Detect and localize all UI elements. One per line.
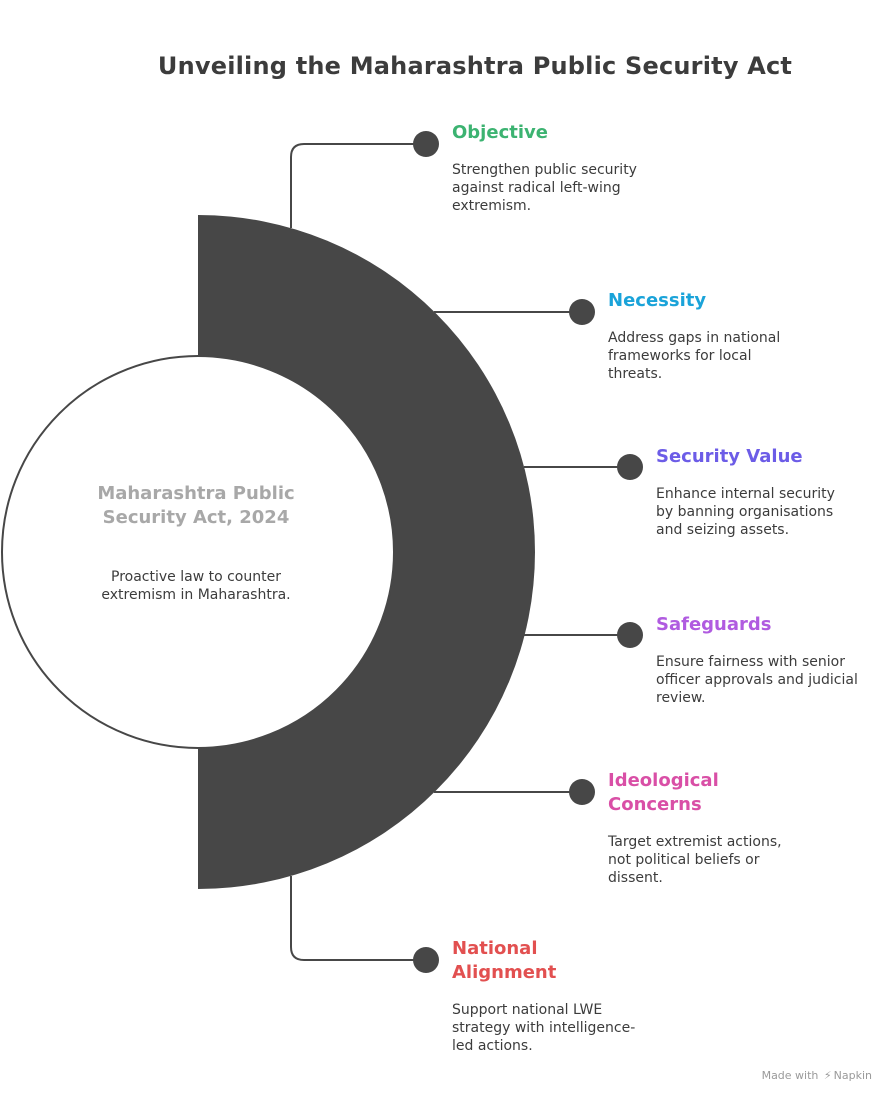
connector-lines — [290, 143, 630, 961]
item-title-safeguards: Safeguards — [656, 614, 772, 635]
brand-label: Napkin — [833, 1069, 872, 1082]
item-description-security-value: Enhance internal security by banning org… — [656, 486, 835, 538]
made-with-label: Made with — [761, 1069, 819, 1082]
connector-national-alignment — [290, 876, 426, 961]
center-description: Proactive law to counter extremism in Ma… — [101, 569, 291, 603]
center-title: Maharashtra Public Security Act, 2024 — [97, 483, 295, 528]
center-circle — [1, 355, 395, 749]
napkin-logo-icon: ⚡ — [823, 1069, 832, 1082]
item-description-national-alignment: Support national LWE strategy with intel… — [452, 1002, 636, 1054]
dot-security-value — [617, 454, 643, 480]
item-title-necessity: Necessity — [608, 290, 707, 311]
dot-ideological-concerns — [569, 779, 595, 805]
connector-objective — [290, 143, 426, 228]
item-description-necessity: Address gaps in national frameworks for … — [608, 330, 781, 382]
item-title-national-alignment: National Alignment — [452, 938, 557, 983]
item-title-security-value: Security Value — [656, 446, 803, 467]
item-description-objective: Strengthen public security against radic… — [452, 162, 637, 214]
page-title: Unveiling the Maharashtra Public Securit… — [157, 52, 793, 80]
dot-national-alignment — [413, 947, 439, 973]
footer-attribution: Made with ⚡Napkin — [762, 1069, 872, 1082]
dot-necessity — [569, 299, 595, 325]
dot-objective — [413, 131, 439, 157]
item-description-ideological-concerns: Target extremist actions, not political … — [608, 834, 782, 886]
item-title-ideological-concerns: Ideological Concerns — [608, 770, 719, 815]
item-title-objective: Objective — [452, 122, 548, 143]
item-description-safeguards: Ensure fairness with senior officer appr… — [656, 654, 858, 706]
dot-safeguards — [617, 622, 643, 648]
